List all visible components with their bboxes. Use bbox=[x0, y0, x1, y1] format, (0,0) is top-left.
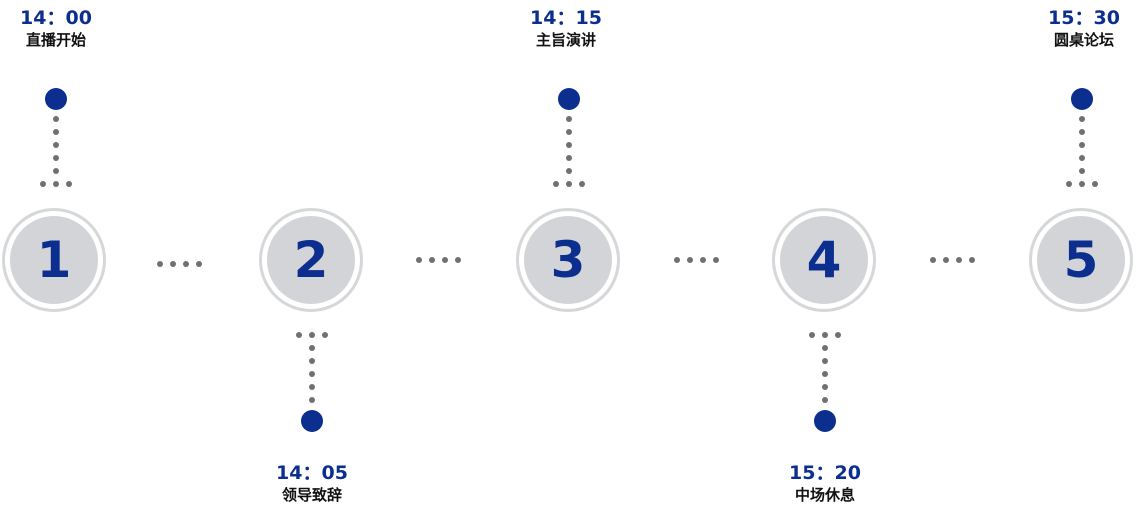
event-label-1: 14：00 直播开始 bbox=[0, 6, 116, 50]
connector-dot bbox=[566, 181, 572, 187]
connector-dot bbox=[309, 384, 315, 390]
step-circle-1: 1 bbox=[2, 208, 106, 312]
step-circle-3: 3 bbox=[516, 208, 620, 312]
step-circle-4: 4 bbox=[772, 208, 876, 312]
timeline-marker bbox=[814, 410, 836, 432]
event-time: 14：00 bbox=[20, 7, 92, 29]
timeline-marker bbox=[1071, 88, 1093, 110]
timeline-marker bbox=[558, 88, 580, 110]
event-time: 15：20 bbox=[789, 462, 861, 484]
event-title: 主旨演讲 bbox=[535, 31, 596, 49]
connector-dot bbox=[40, 181, 46, 187]
connector-dot bbox=[1079, 168, 1085, 174]
connector-dot bbox=[822, 384, 828, 390]
event-title: 圆桌论坛 bbox=[1053, 31, 1114, 49]
connector-dot bbox=[196, 261, 202, 267]
timeline-marker bbox=[301, 410, 323, 432]
event-time: 15：30 bbox=[1048, 7, 1120, 29]
connector-dot bbox=[1092, 181, 1098, 187]
step-circle-5: 5 bbox=[1029, 208, 1133, 312]
connector-dot bbox=[296, 332, 302, 338]
connector-dot bbox=[822, 358, 828, 364]
connector-dot bbox=[53, 181, 59, 187]
connector-dot bbox=[687, 257, 693, 263]
step-number: 2 bbox=[267, 216, 355, 304]
connector-dot bbox=[566, 142, 572, 148]
connector-dot bbox=[309, 371, 315, 377]
connector-dot bbox=[1079, 155, 1085, 161]
connector-dot bbox=[1079, 129, 1085, 135]
connector-dot bbox=[674, 257, 680, 263]
connector-dot bbox=[416, 257, 422, 263]
connector-dot bbox=[566, 116, 572, 122]
connector-dot bbox=[1079, 116, 1085, 122]
connector-dot bbox=[566, 155, 572, 161]
connector-dot bbox=[53, 168, 59, 174]
event-time: 14：05 bbox=[276, 462, 348, 484]
connector-dot bbox=[700, 257, 706, 263]
connector-dot bbox=[53, 155, 59, 161]
connector-dot bbox=[835, 332, 841, 338]
connector-dot bbox=[53, 116, 59, 122]
connector-dot bbox=[809, 332, 815, 338]
connector-dot bbox=[1079, 181, 1085, 187]
connector-dot bbox=[309, 397, 315, 403]
step-number: 1 bbox=[10, 216, 98, 304]
connector-dot bbox=[170, 261, 176, 267]
connector-dot bbox=[822, 397, 828, 403]
connector-dot bbox=[442, 257, 448, 263]
connector-dot bbox=[930, 257, 936, 263]
connector-dot bbox=[822, 345, 828, 351]
step-circle-2: 2 bbox=[259, 208, 363, 312]
connector-dot bbox=[157, 261, 163, 267]
connector-dot bbox=[183, 261, 189, 267]
connector-dot bbox=[322, 332, 328, 338]
connector-dot bbox=[943, 257, 949, 263]
connector-dot bbox=[1079, 142, 1085, 148]
connector-dot bbox=[1066, 181, 1072, 187]
event-title: 中场休息 bbox=[794, 486, 855, 504]
connector-dot bbox=[969, 257, 975, 263]
connector-dot bbox=[309, 358, 315, 364]
event-label-2: 14：05 领导致辞 bbox=[252, 461, 372, 505]
connector-dot bbox=[579, 181, 585, 187]
connector-dot bbox=[429, 257, 435, 263]
connector-dot bbox=[822, 332, 828, 338]
connector-dot bbox=[309, 345, 315, 351]
event-label-5: 15：30 圆桌论坛 bbox=[1024, 6, 1136, 50]
step-number: 5 bbox=[1037, 216, 1125, 304]
connector-dot bbox=[309, 332, 315, 338]
step-number: 3 bbox=[524, 216, 612, 304]
connector-dot bbox=[66, 181, 72, 187]
step-number: 4 bbox=[780, 216, 868, 304]
connector-dot bbox=[566, 129, 572, 135]
event-title: 领导致辞 bbox=[281, 486, 342, 504]
connector-dot bbox=[822, 371, 828, 377]
event-title: 直播开始 bbox=[25, 31, 86, 49]
connector-dot bbox=[53, 142, 59, 148]
connector-dot bbox=[566, 168, 572, 174]
connector-dot bbox=[713, 257, 719, 263]
event-label-3: 14：15 主旨演讲 bbox=[506, 6, 626, 50]
timeline-marker bbox=[45, 88, 67, 110]
connector-dot bbox=[53, 129, 59, 135]
connector-dot bbox=[553, 181, 559, 187]
event-label-4: 15：20 中场休息 bbox=[765, 461, 885, 505]
event-time: 14：15 bbox=[530, 7, 602, 29]
connector-dot bbox=[455, 257, 461, 263]
connector-dot bbox=[956, 257, 962, 263]
